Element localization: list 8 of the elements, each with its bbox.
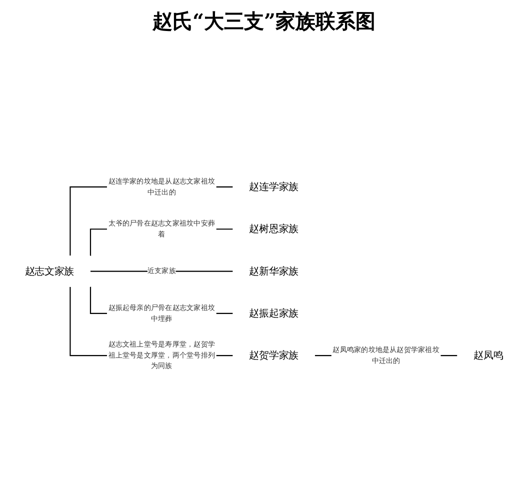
diagram-title: 赵氏“大三支”家族联系图 [152,8,376,35]
node-text: 赵凤鸣 [474,350,504,362]
node-text: 赵振起家族 [249,308,298,320]
node-text: 赵连学家族 [249,181,298,193]
node-text: 赵树恩家族 [249,223,298,235]
node-text: 赵新华家族 [249,266,298,278]
node-text: 赵贺学家族 [249,350,298,362]
node-text: 赵志文家族 [24,266,74,278]
